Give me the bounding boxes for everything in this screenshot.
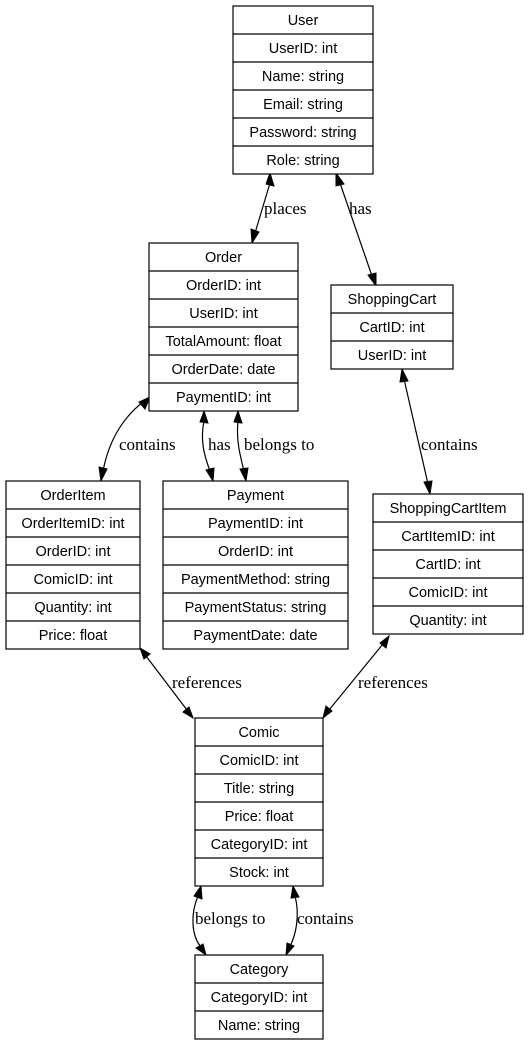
edge-payment-order-belongs: belongs to: [233, 409, 314, 483]
table-field: OrderItemID: int: [21, 516, 124, 532]
arrowhead: [335, 171, 345, 187]
table-shoppingcartitem: ShoppingCartItem CartItemID: int CartID:…: [372, 493, 524, 635]
table-field: UserID: int: [189, 306, 258, 322]
edge-order-payment-has: has: [199, 409, 231, 483]
edge-label-has-payment: has: [208, 435, 231, 454]
arrowhead: [193, 884, 203, 900]
arrowhead: [195, 943, 207, 957]
arrowhead: [199, 409, 209, 424]
edge-user-order: places: [250, 171, 306, 245]
table-comic: Comic ComicID: int Title: string Price: …: [194, 717, 324, 887]
edge-label-contains-comic: contains: [297, 909, 354, 928]
table-field: ComicID: int: [34, 572, 113, 588]
table-category: Category CategoryID: int Name: string: [194, 954, 324, 1040]
edge-label-contains-cartitem: contains: [421, 435, 478, 454]
table-field: PaymentMethod: string: [181, 572, 330, 588]
table-field: OrderID: int: [36, 544, 111, 560]
edge-orderitem-comic: references: [139, 646, 242, 720]
edge-label-references-cartitem: references: [358, 673, 428, 692]
relationship-edges: places has contains has belongs: [98, 171, 478, 957]
table-title: User: [288, 13, 319, 29]
table-field: PaymentDate: date: [193, 628, 317, 644]
table-field: PaymentID: int: [208, 516, 303, 532]
table-field: OrderID: int: [218, 544, 293, 560]
table-field: Password: string: [249, 125, 356, 141]
table-title: Comic: [238, 725, 279, 741]
table-title: Category: [230, 962, 290, 978]
table-field: CartID: int: [415, 557, 480, 573]
table-field: Quantity: int: [34, 600, 111, 616]
table-field: ComicID: int: [409, 585, 488, 601]
table-field: Name: string: [218, 1018, 300, 1034]
table-field: CategoryID: int: [211, 990, 308, 1006]
table-order: Order OrderID: int UserID: int TotalAmou…: [148, 242, 299, 412]
arrowhead: [322, 705, 333, 720]
table-field: ComicID: int: [220, 753, 299, 769]
arrowhead: [139, 646, 151, 660]
table-orderitem: OrderItem OrderItemID: int OrderID: int …: [5, 480, 141, 650]
table-field: Email: string: [263, 97, 343, 113]
edge-order-orderitem: contains: [98, 396, 176, 483]
arrowhead: [233, 409, 243, 424]
table-field: Title: string: [224, 781, 294, 797]
table-field: Price: float: [225, 809, 294, 825]
arrowhead: [285, 942, 295, 957]
table-user: User UserID: int Name: string Email: str…: [232, 5, 374, 175]
table-field: Price: float: [39, 628, 108, 644]
arrowhead: [379, 634, 390, 649]
table-title: ShoppingCart: [348, 292, 437, 308]
arrowhead: [239, 467, 249, 483]
edge-label-references-orderitem: references: [172, 673, 242, 692]
table-field: CategoryID: int: [211, 837, 308, 853]
arrowhead: [205, 467, 215, 483]
edge-label-belongs-to-category: belongs to: [195, 909, 265, 928]
edge-label-contains-orderitem: contains: [119, 435, 176, 454]
arrowhead: [367, 272, 377, 288]
edge-category-comic-contains: contains: [285, 884, 354, 957]
arrowhead: [138, 396, 151, 410]
arrowhead: [423, 480, 433, 496]
edge-cartitem-comic: references: [322, 634, 428, 720]
table-field: TotalAmount: float: [165, 334, 281, 350]
table-field: Role: string: [266, 153, 339, 169]
edge-user-cart: has: [335, 171, 377, 288]
arrowhead: [265, 171, 275, 187]
table-field: Quantity: int: [409, 613, 486, 629]
table-title: Order: [205, 250, 242, 266]
table-field: UserID: int: [269, 41, 338, 57]
table-field: PaymentID: int: [176, 390, 271, 406]
table-field: PaymentStatus: string: [185, 600, 327, 616]
table-title: ShoppingCartItem: [390, 501, 507, 517]
edge-label-has: has: [349, 199, 372, 218]
arrowhead: [290, 884, 300, 899]
table-field: CartItemID: int: [401, 529, 494, 545]
table-field: Name: string: [262, 69, 344, 85]
table-payment: Payment PaymentID: int OrderID: int Paym…: [162, 480, 349, 650]
edge-label-belongs-to-order: belongs to: [244, 435, 314, 454]
edge-label-places: places: [264, 199, 306, 218]
table-shoppingcart: ShoppingCart CartID: int UserID: int: [330, 284, 454, 370]
table-title: OrderItem: [40, 488, 105, 504]
table-title: Payment: [227, 488, 284, 504]
edge-comic-category-belongs: belongs to: [192, 884, 265, 957]
table-field: Stock: int: [229, 865, 289, 881]
arrowhead: [98, 466, 108, 483]
edge-cart-cartitem: contains: [399, 367, 478, 496]
arrowhead: [399, 367, 409, 383]
arrowhead: [182, 706, 194, 720]
table-field: OrderID: int: [186, 278, 261, 294]
table-field: UserID: int: [358, 348, 427, 364]
table-field: OrderDate: date: [172, 362, 276, 378]
table-field: CartID: int: [359, 320, 424, 336]
arrowhead: [250, 228, 260, 245]
